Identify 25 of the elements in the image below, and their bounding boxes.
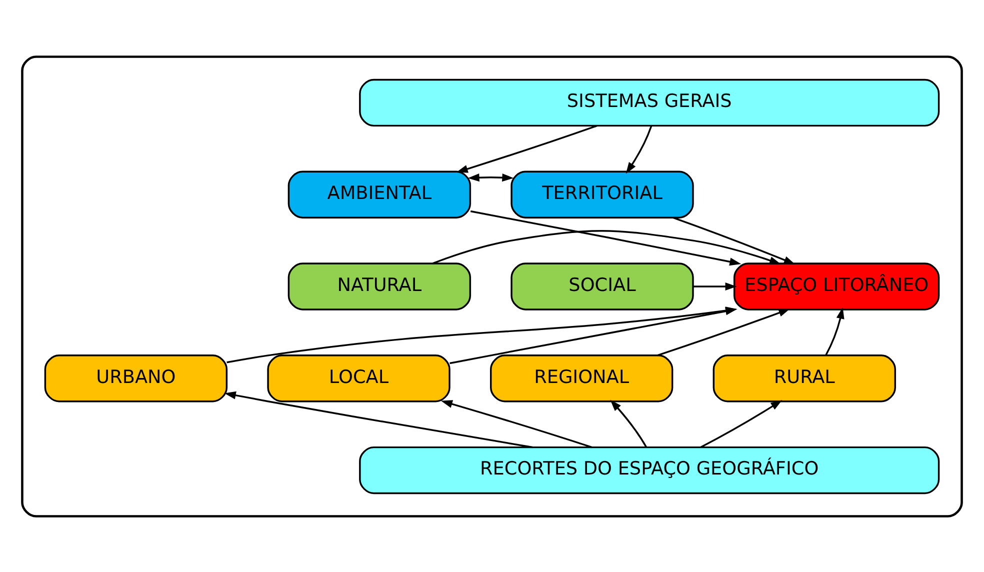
node-box: LOCAL xyxy=(267,354,450,402)
arrow xyxy=(470,210,742,266)
arrow xyxy=(456,124,598,172)
node-box: AMBIENTAL xyxy=(288,170,472,218)
arrow xyxy=(825,306,844,356)
node-box: SOCIAL xyxy=(510,262,694,310)
node-box: SISTEMAS GERAIS xyxy=(359,78,940,126)
arrow xyxy=(224,390,533,448)
node-box: RURAL xyxy=(712,354,896,402)
node-box: REGIONAL xyxy=(490,354,674,402)
arrow xyxy=(440,400,592,448)
node-box: ESPAÇO LITORÂNEO xyxy=(733,262,940,310)
node-box: TERRITORIAL xyxy=(510,170,694,218)
arrow xyxy=(432,230,781,264)
arrow xyxy=(657,308,790,356)
cluster xyxy=(21,55,963,517)
arrow xyxy=(468,173,514,182)
arrow xyxy=(693,282,737,290)
arrow xyxy=(626,125,652,174)
node-box: NATURAL xyxy=(288,262,472,310)
node-box: RECORTES DO ESPAÇO GEOGRÁFICO xyxy=(359,446,940,494)
arrow xyxy=(700,400,782,448)
arrow xyxy=(672,216,796,264)
arrow xyxy=(610,399,648,448)
node-box: URBANO xyxy=(44,354,228,402)
